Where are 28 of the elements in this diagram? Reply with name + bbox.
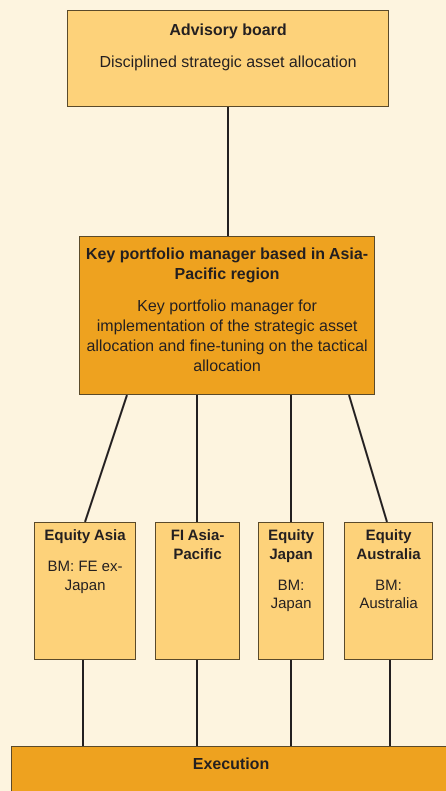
org-box — [344, 522, 433, 660]
connector-line — [290, 660, 292, 746]
connector-line — [348, 394, 388, 522]
connector-line — [227, 107, 229, 236]
box-description: BM: FE ex- Japan — [46, 558, 124, 596]
box-description: BM: Australia — [358, 576, 419, 614]
box-heading: Equity Asia — [44, 527, 126, 546]
box-heading: Execution — [192, 755, 270, 775]
connector-line — [196, 660, 198, 746]
box-heading: FI Asia-Pacific — [170, 527, 226, 564]
org-box — [258, 522, 324, 660]
box-description: Disciplined strategic asset allocation — [99, 53, 356, 73]
connector-line — [196, 395, 198, 522]
org-box — [67, 10, 389, 107]
connector-line — [84, 394, 128, 522]
org-box — [34, 522, 136, 660]
connector-line — [82, 660, 84, 746]
connector-line — [389, 660, 391, 746]
box-heading: Advisory board — [169, 21, 287, 41]
org-box — [155, 522, 240, 660]
box-description: BM: Japan — [270, 576, 312, 614]
box-heading: Equity Japan — [267, 527, 315, 564]
org-box — [79, 236, 375, 395]
box-heading: Equity Australia — [355, 527, 422, 564]
org-box — [11, 746, 446, 791]
connector-line — [290, 395, 292, 522]
box-description: Key portfolio manager for implementation of the strategic asset allocation and fine-tuning on the tactical allocation — [85, 297, 369, 377]
box-heading: Key portfolio manager based in Asia-Pacific region — [84, 245, 370, 285]
